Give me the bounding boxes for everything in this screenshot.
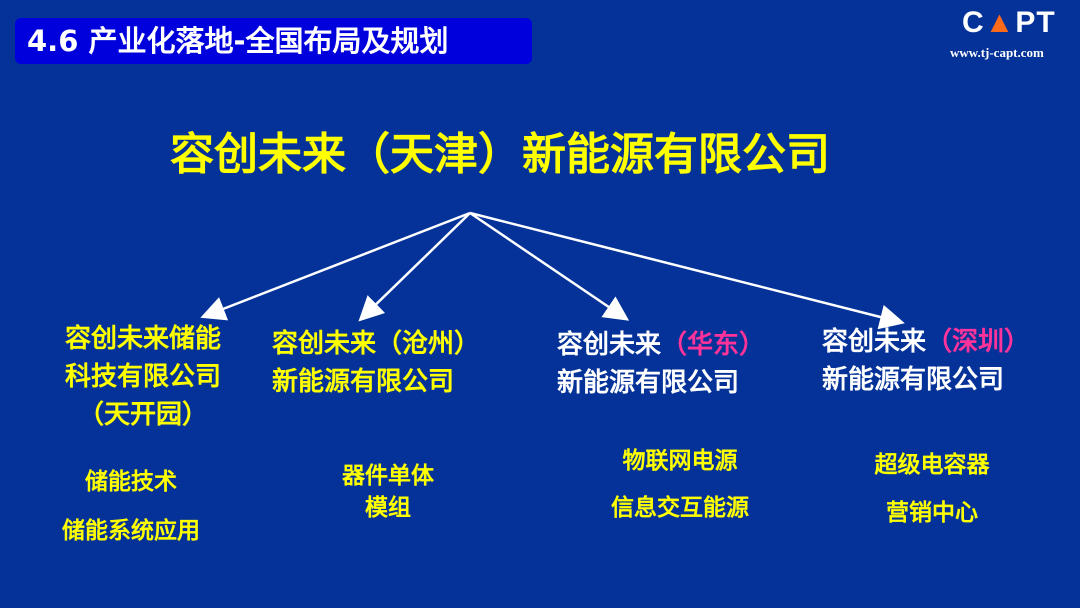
region: （华东） <box>661 330 766 360</box>
line: （天开园） <box>77 400 208 430</box>
prefix: 容创未来 <box>822 327 927 357</box>
arrow-2 <box>358 212 471 322</box>
item: 物联网电源 <box>622 448 738 474</box>
item: 储能系统应用 <box>62 518 200 544</box>
arrow-1 <box>200 211 471 321</box>
line: 科技有限公司 <box>64 362 221 392</box>
root-company: 容创未来（天津）新能源有限公司 <box>170 129 830 180</box>
line: 新能源有限公司 <box>557 368 740 398</box>
line: 新能源有限公司 <box>272 367 455 397</box>
line: 容创未来（沧州） <box>272 329 481 359</box>
item: 储能技术 <box>85 469 177 495</box>
branch-cangzhou: 容创未来（沧州） 新能源有限公司 <box>272 325 480 401</box>
prefix: 容创未来 <box>557 330 662 360</box>
section-header: 4.6 产业化落地-全国布局及规划 <box>15 18 532 64</box>
branch-huadong: 容创未来（华东） 新能源有限公司 <box>557 326 765 402</box>
item: 超级电容器 <box>874 452 990 478</box>
branch-shenzhen: 容创未来（深圳） 新能源有限公司 <box>822 323 1030 399</box>
item: 模组 <box>365 495 411 521</box>
arrow-4 <box>469 211 905 330</box>
branch-tiankaiyuan: 容创未来储能 科技有限公司 （天开园） <box>48 320 238 434</box>
arrow-3 <box>469 211 630 321</box>
website-url: www.tj-capt.com <box>950 45 1044 60</box>
line: 容创未来储能 <box>64 324 221 354</box>
capt-logo: C▲PT <box>962 6 1056 39</box>
line: 新能源有限公司 <box>822 365 1005 395</box>
region: （深圳） <box>926 327 1031 357</box>
item: 信息交互能源 <box>611 495 749 521</box>
item: 器件单体 <box>342 463 434 489</box>
item: 营销中心 <box>886 500 978 526</box>
